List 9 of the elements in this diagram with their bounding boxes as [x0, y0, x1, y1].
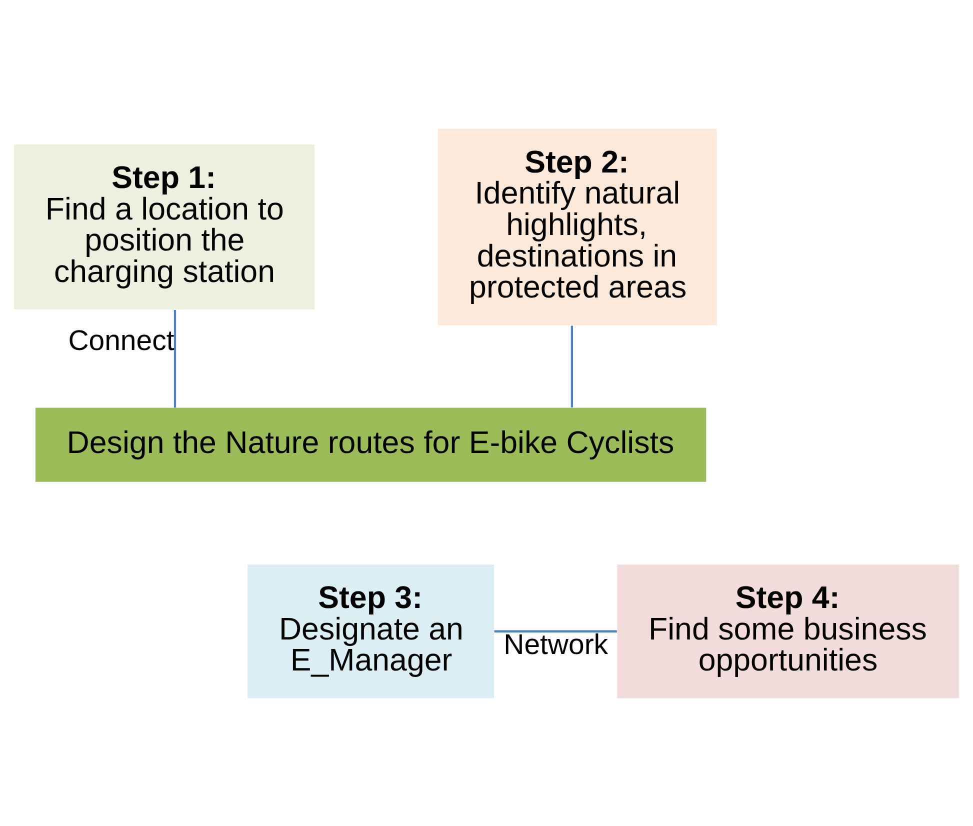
connector: [494, 630, 617, 632]
connector: [174, 309, 176, 408]
edge-label: Network: [504, 628, 608, 661]
node-box: Step 2: Identify natural highlights, destinations in protected areas: [438, 128, 717, 325]
node-box: Step 4: Find some business opportunities: [617, 564, 959, 698]
connector: [570, 325, 573, 407]
node-box: Step 3: Designate an E_Manager: [248, 564, 494, 698]
node-box: Design the Nature routes for E-bike Cyclists: [35, 407, 706, 482]
node-box: Step 1: Find a location to position the charging station: [14, 144, 315, 310]
